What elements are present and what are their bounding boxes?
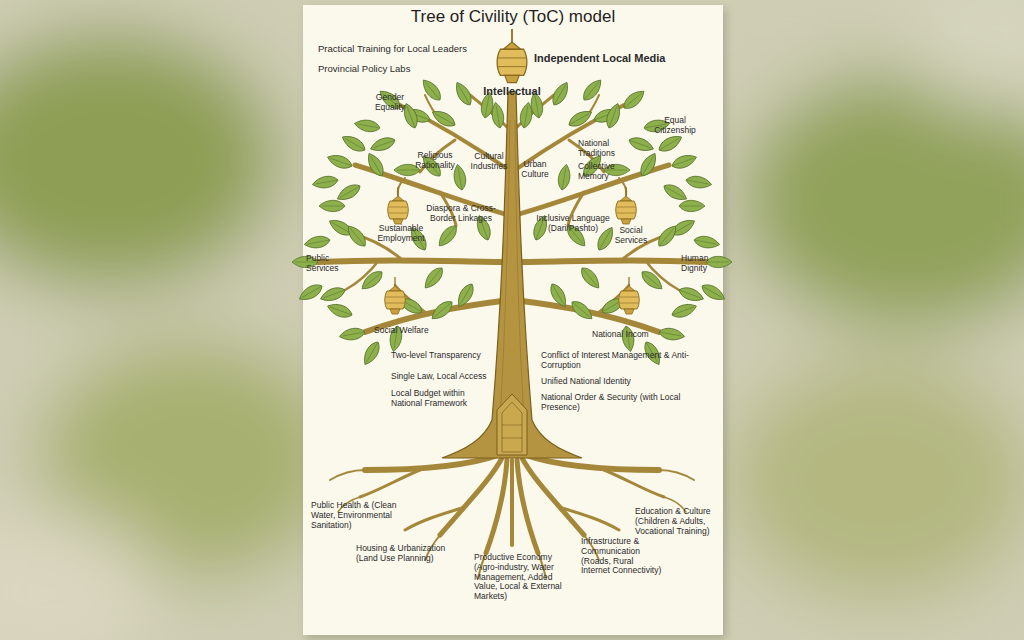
tree-label: Inclusive Language (Dari/Pashto): [532, 214, 614, 234]
tree-label: Equal Citizenship: [646, 116, 704, 136]
tree-label: Infrastructure & Communication (Roads, R…: [581, 537, 663, 576]
tree-label: Public Health & (Clean Water, Environmen…: [311, 501, 423, 530]
tree-label: Collective Memory: [578, 162, 630, 182]
tree-label: Two-level Transparency: [391, 351, 496, 361]
tree-label: Provincial Policy Labs: [318, 64, 468, 75]
tree-label: Human Dignity: [681, 254, 723, 274]
tree-label: National Incom: [592, 330, 682, 340]
tree-label: Gender Equality: [362, 93, 418, 113]
tree-label: Unified National Identity: [541, 377, 691, 387]
tree-label: Practical Training for Local Leaders: [318, 44, 493, 55]
tree-label: Social Welfare: [374, 326, 464, 336]
tree-label: National Traditions: [578, 139, 630, 159]
tree-label: Sustainable Employment: [366, 224, 436, 244]
tree-label: Intellectual: [472, 85, 552, 98]
tree-label: Productive Economy (Agro-industry, Water…: [474, 553, 572, 602]
tree-label: Cultural Industries: [465, 152, 513, 172]
tree-label: Conflict of Interest Management & Anti-C…: [541, 351, 696, 371]
lanterns: [385, 29, 640, 314]
tree-label: Local Budget within National Framework: [391, 389, 491, 409]
tree-label: Education & Culture (Children & Adults, …: [635, 507, 722, 536]
tree-label: Diaspora & Cross-Border Linkages: [426, 204, 496, 224]
tree-label: Housing & Urbanization (Land Use Plannin…: [356, 544, 456, 564]
tree-label: National Order & Security (with Local Pr…: [541, 393, 686, 413]
tree-label: Single Law, Local Access: [391, 372, 496, 382]
diagram-title: Tree of Civility (ToC) model: [303, 7, 723, 27]
tree-label: Religious Rationality: [406, 151, 464, 171]
tree-label: Independent Local Media: [534, 52, 704, 65]
panel: [303, 5, 723, 635]
tree-label: Public Services: [306, 254, 350, 274]
leaves: [292, 76, 732, 367]
tree-label: Urban Culture: [514, 160, 556, 180]
tree-label: Social Services: [606, 226, 656, 246]
